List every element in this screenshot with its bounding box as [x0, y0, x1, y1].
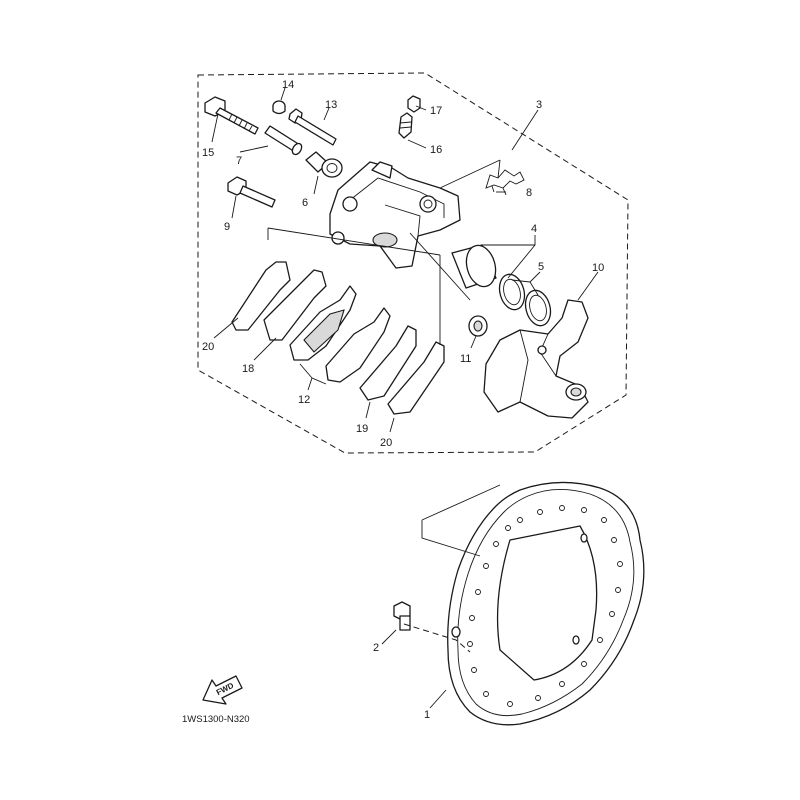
guide-line-3	[439, 159, 501, 189]
sleeve-7	[264, 125, 303, 156]
callout-9: 9	[224, 221, 230, 233]
callout-19: 19	[356, 423, 368, 435]
callout-4: 4	[531, 223, 537, 235]
callout-7: 7	[236, 155, 242, 167]
caliper-assembly-boundary	[197, 72, 629, 454]
pad-12-b	[325, 307, 391, 383]
shim-20-left	[231, 261, 291, 331]
callout-11: 11	[460, 353, 471, 365]
cap-14	[272, 100, 286, 115]
callout-20-right: 20	[380, 437, 392, 449]
bolt-9	[227, 176, 276, 208]
boot-6	[305, 151, 343, 178]
callout-12: 12	[298, 394, 310, 406]
bleed-cap-17	[407, 95, 421, 113]
callout-5: 5	[538, 261, 544, 273]
seal-5	[498, 273, 552, 327]
bolt-15	[204, 96, 259, 135]
brake-disc-1	[447, 481, 645, 726]
callout-17: 17	[430, 105, 442, 117]
callout-15: 15	[202, 147, 214, 159]
callout-3: 3	[536, 99, 542, 111]
clip-8	[485, 169, 525, 196]
bolt-alignment	[403, 623, 471, 653]
callout-13: 13	[325, 99, 337, 111]
callout-16: 16	[430, 144, 442, 156]
callout-10: 10	[592, 262, 604, 274]
bracket-10	[483, 299, 589, 419]
pin-13	[288, 108, 337, 146]
forward-arrow-icon: FWD	[202, 675, 243, 705]
callout-8: 8	[526, 187, 532, 199]
callout-20-left: 20	[202, 341, 214, 353]
guide-line-2	[409, 232, 471, 301]
callout-18: 18	[242, 363, 254, 375]
caliper-body	[329, 161, 461, 269]
guide-lines	[267, 227, 441, 345]
callout-14: 14	[282, 79, 294, 91]
disc-guide	[421, 484, 501, 557]
disc-bolt-2	[393, 601, 411, 631]
callout-labels: 1 2 3 4 5 6 7 8 9 10 11 12 13 14 15 16 1…	[202, 79, 604, 721]
bleed-screw-16	[398, 112, 413, 139]
diagram-code: 1WS1300-N320	[182, 714, 250, 725]
boot-11	[468, 315, 488, 337]
callout-2: 2	[373, 642, 379, 654]
shim-19	[359, 325, 417, 401]
callout-6: 6	[302, 197, 308, 209]
piston-4	[451, 244, 497, 289]
leader-lines	[211, 87, 599, 709]
shim-20-right	[387, 341, 445, 415]
callout-1: 1	[424, 709, 430, 721]
pad-12-friction	[303, 309, 345, 353]
